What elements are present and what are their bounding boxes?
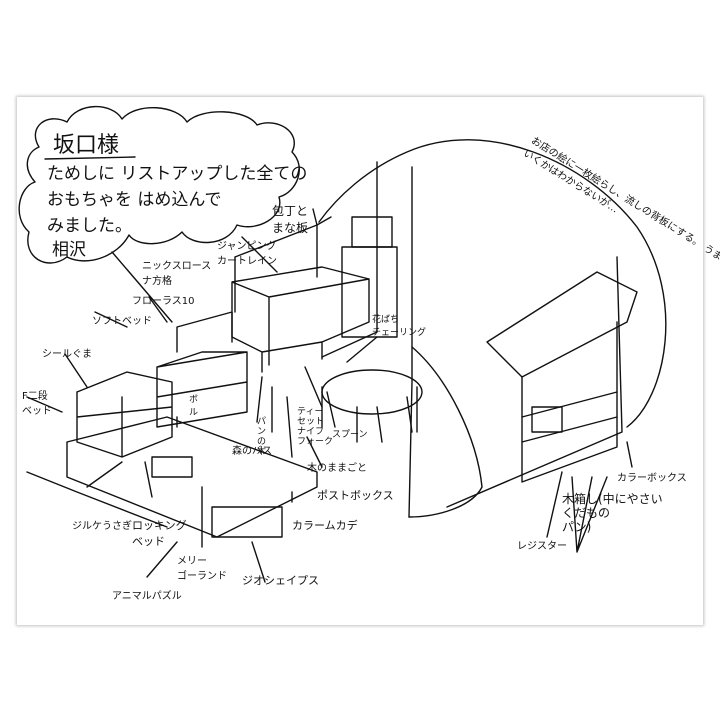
label-bread-tree: パ ン の 木	[257, 417, 267, 457]
drawing-sheet: 坂口様 ためしに リストアップした全ての おもちゃを はめ込んで みました。 相…	[17, 97, 720, 625]
label-ball: ボ ル	[189, 395, 199, 418]
title-underline	[44, 156, 136, 160]
room-sketch	[18, 105, 667, 583]
shelf-unit	[156, 351, 248, 428]
label-register: レジスター	[517, 541, 567, 552]
leader-lines	[26, 236, 633, 583]
label-jumping-curtain: ジャンピング カートレイン	[217, 241, 277, 267]
curtain	[408, 346, 483, 518]
label-knife-board: 包丁と まな板	[272, 204, 309, 235]
note-line-2: おもちゃを はめ込んで	[47, 190, 222, 210]
register	[531, 406, 563, 433]
curved-arrow	[318, 139, 667, 428]
label-geo-shape: ジオシェイプス	[242, 574, 319, 587]
label-flora10: フローラス10	[132, 296, 195, 307]
note-line-1: ためしに リストアップした全ての	[47, 164, 308, 184]
floor-line	[26, 471, 168, 528]
label-rocking-bed: ロッキング ベッド	[132, 519, 187, 548]
cloud-bubble	[18, 105, 300, 264]
kitchen-backboard	[234, 224, 318, 313]
label-merry-go-round: メリー ゴーランド	[177, 556, 227, 582]
animal-puzzle-board	[151, 456, 193, 478]
label-wood-box: 木箱し(中にやさい くだもの パン)	[562, 492, 663, 534]
shop-awning	[486, 271, 638, 378]
label-nix-slope: ニックスロース ナ方格	[142, 261, 212, 287]
label-dining-set: ティー セット ナイフ フォーク	[297, 407, 334, 447]
label-soft-bed: ソフトベッド	[92, 316, 152, 327]
label-seal-bear: シールぐま	[42, 349, 92, 360]
note-line-3: みました。	[47, 216, 132, 236]
label-two-tier-bed: F二段 ベッド	[22, 391, 52, 417]
bunk-bed	[76, 371, 173, 458]
label-gel-rabbit: ジルケうさぎ	[72, 521, 132, 532]
microwave	[351, 216, 393, 248]
label-flower-bowl: 花ばち チェーリング	[372, 315, 427, 338]
fridge	[341, 246, 398, 338]
round-table	[321, 369, 423, 415]
post-box-shelf	[176, 311, 233, 353]
low-platform	[66, 416, 318, 538]
kitchen-cabinet	[231, 266, 370, 373]
room-walls	[321, 161, 623, 518]
geo-shape-box	[211, 506, 283, 538]
label-animal-puzzle: アニマルパズル	[112, 591, 182, 602]
label-kitchen-play: 木のままごと	[307, 463, 367, 474]
label-column-card: カラームカデ	[292, 519, 358, 532]
note-signature: 相沢	[52, 240, 86, 260]
counter-shelves	[521, 391, 618, 443]
label-spoon: スプーン	[332, 430, 368, 440]
label-post-box: ポストボックス	[317, 489, 394, 502]
label-color-box: カラーボックス	[617, 473, 687, 484]
label-forest-bus: 森のバス	[232, 446, 272, 457]
note-title: 坂口様	[53, 133, 120, 158]
shop-counter	[521, 321, 618, 483]
